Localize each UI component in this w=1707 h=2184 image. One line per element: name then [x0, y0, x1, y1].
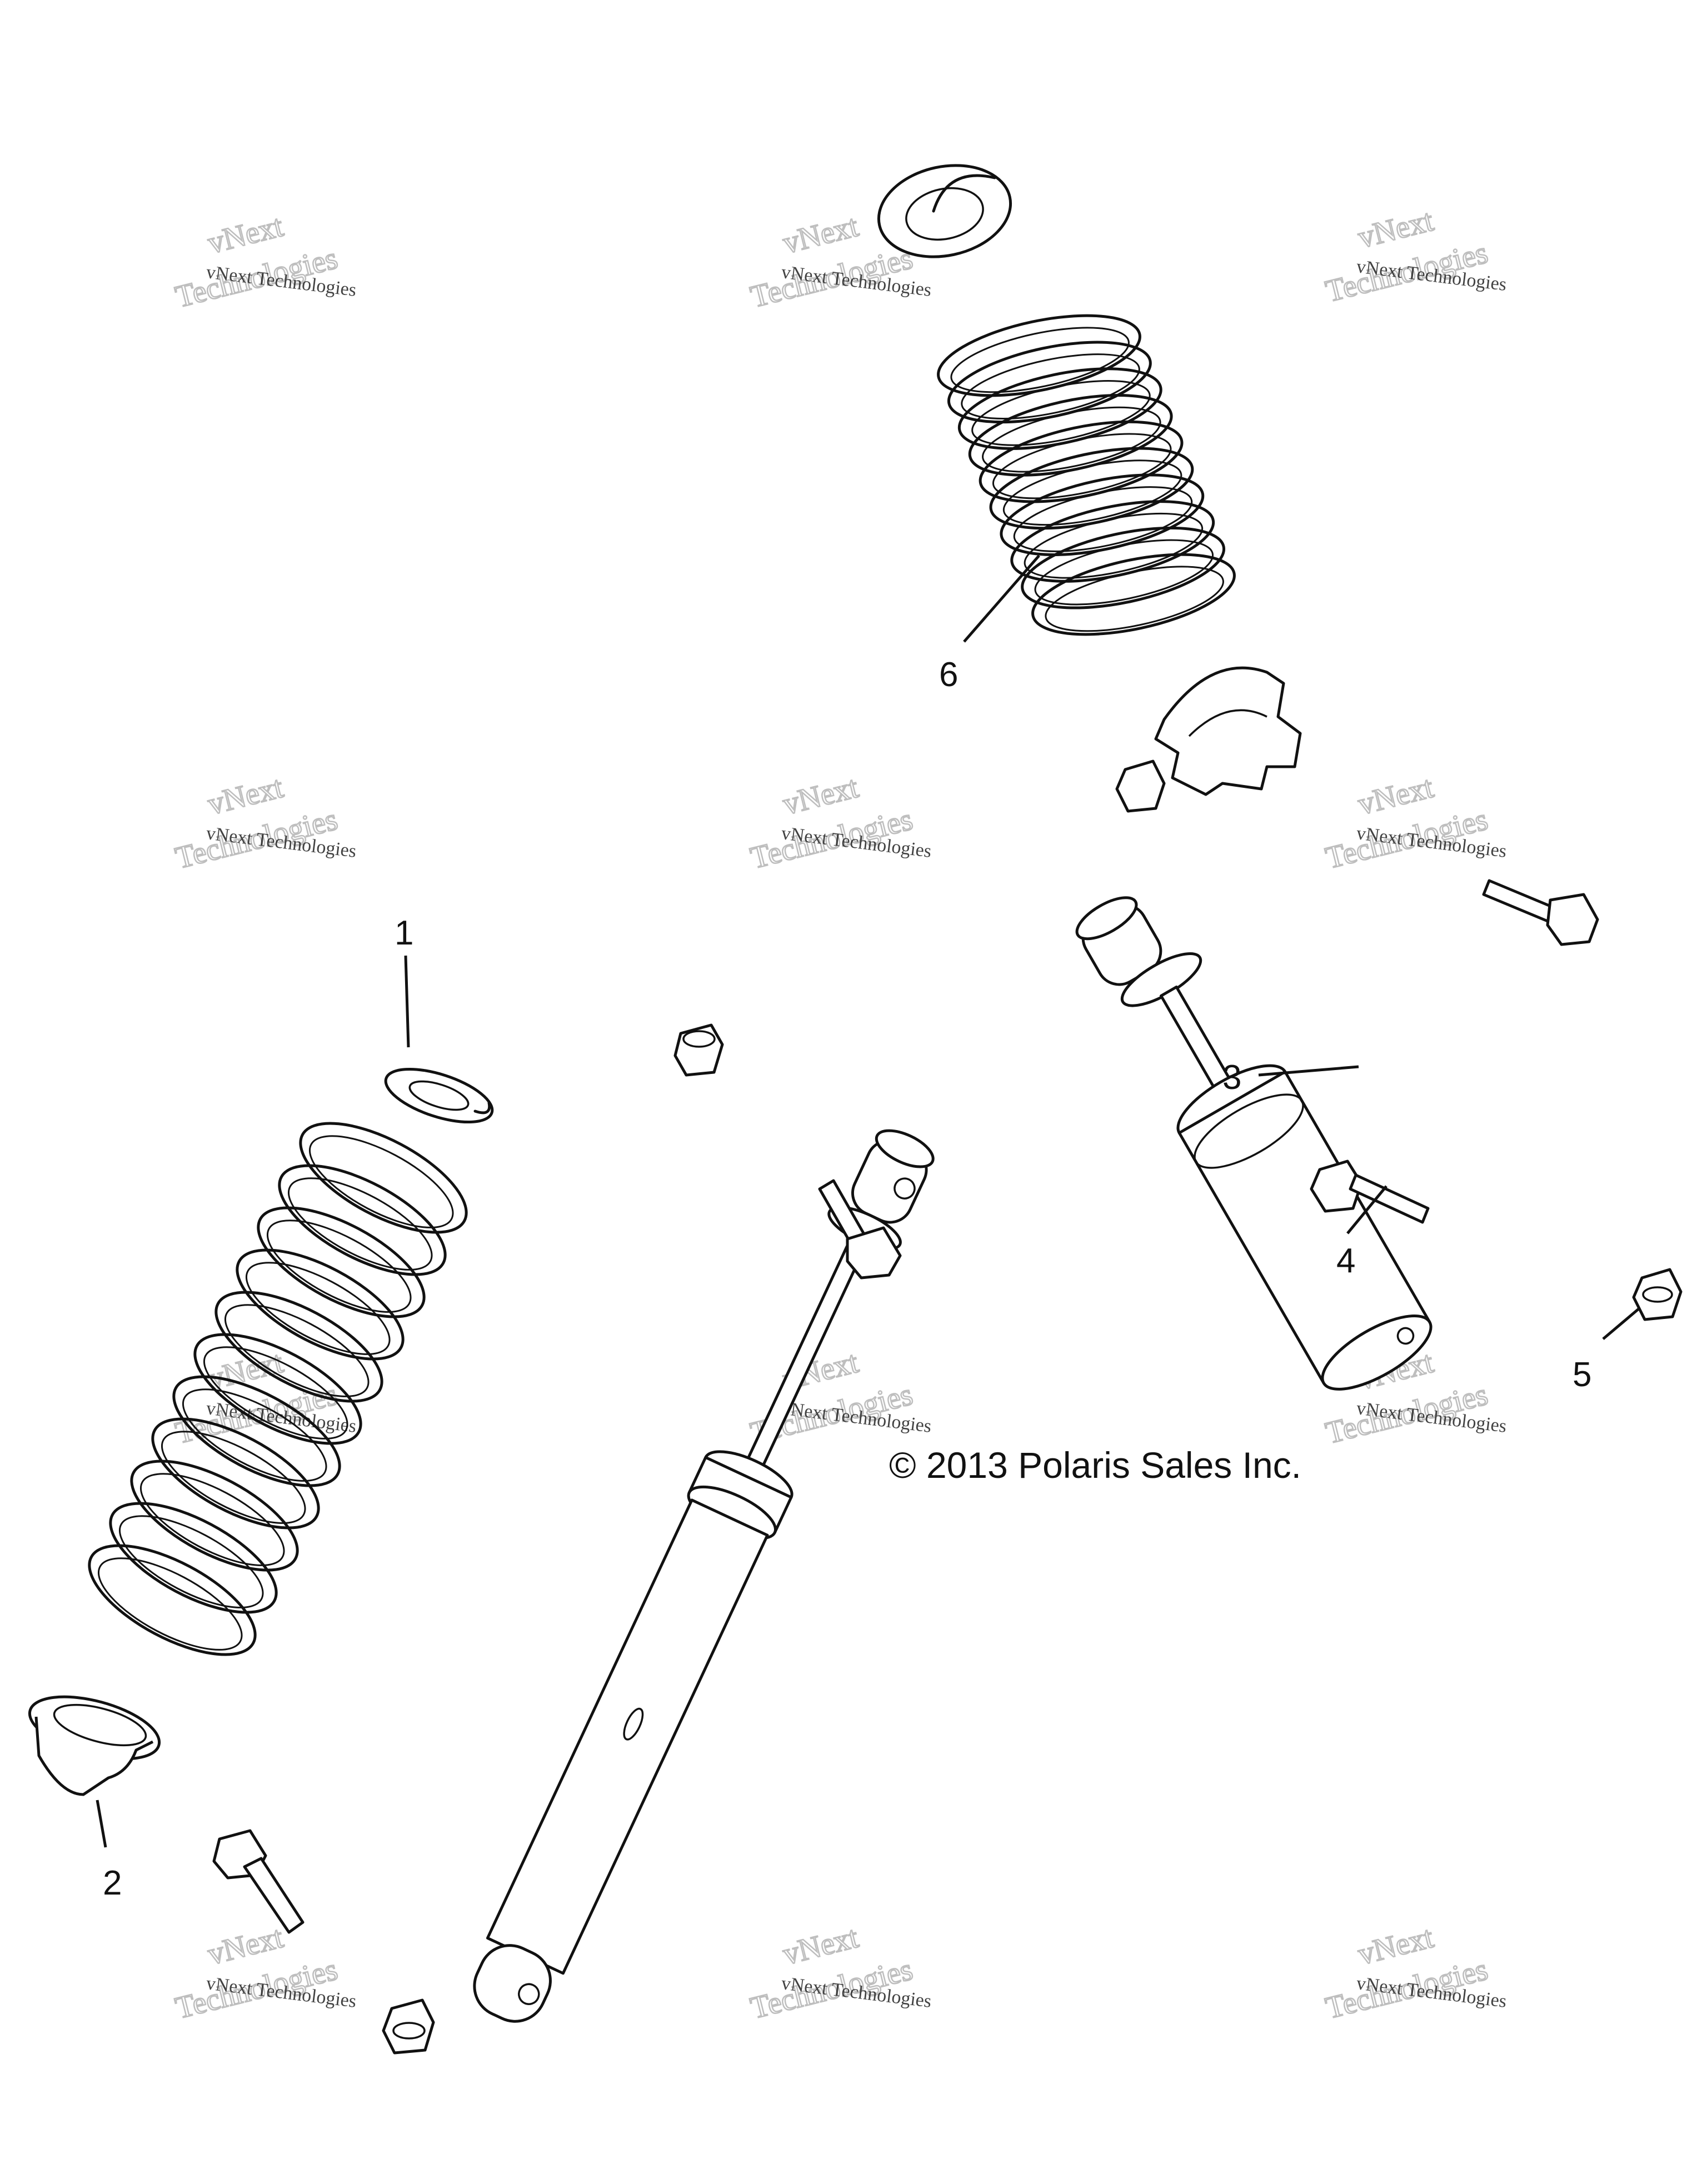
watermark: vNext Technologies vNext Technologies: [1321, 1919, 1508, 2026]
spring-coil-inner: [1013, 486, 1193, 552]
flange-nut-left-bottom: [382, 1998, 435, 2055]
spring-coil-inner: [224, 1304, 370, 1397]
shock-absorber-left: [473, 1129, 935, 2023]
spring-coil: [257, 1206, 426, 1318]
watermark: vNext Technologies vNext Technologies: [171, 769, 357, 876]
svg-text:vNext: vNext: [1355, 1920, 1437, 1972]
shock-absorber-right: [1075, 896, 1433, 1391]
spring-coil-inner: [982, 406, 1161, 473]
svg-text:vNext: vNext: [204, 770, 287, 822]
spring-coil: [214, 1291, 383, 1403]
callout-4: 4: [1336, 1242, 1355, 1280]
spring-coil-inner: [1045, 566, 1224, 632]
spring-coil-inner: [203, 1346, 348, 1440]
svg-text:vNext: vNext: [780, 770, 862, 822]
spring-coil-inner: [1002, 459, 1182, 526]
svg-text:vNext: vNext: [204, 209, 287, 261]
spring-coil-inner: [118, 1515, 264, 1608]
watermark: vNext Technologies vNext Technologies: [171, 208, 357, 315]
lower-spring-seat: [28, 1695, 161, 1796]
svg-text:vNext: vNext: [1355, 203, 1437, 255]
spring-coil: [1021, 526, 1226, 609]
copyright-notice: © 2013 Polaris Sales Inc.: [889, 1445, 1301, 1486]
coil-spring-left: [88, 1122, 468, 1656]
spring-coil: [299, 1122, 468, 1234]
leader-lines: [96, 554, 1640, 1848]
spring-coil: [88, 1544, 257, 1656]
spring-coil-inner: [287, 1177, 433, 1271]
spring-coil: [109, 1502, 278, 1614]
callout-1: 1: [395, 914, 413, 952]
flange-nut-right-top: [1115, 759, 1166, 813]
spring-coil-inner: [1034, 539, 1214, 606]
bolt-right-upper: [1482, 879, 1599, 946]
spring-coil: [278, 1164, 447, 1276]
bolt-left-upper: [818, 1179, 902, 1280]
spring-coil-inner: [161, 1431, 306, 1524]
watermark: vNext Technologies vNext Technologies: [746, 769, 932, 876]
spring-retainer-right: [877, 164, 1012, 258]
spring-coil: [130, 1460, 299, 1572]
flange-nut-left-top: [673, 1023, 724, 1077]
spring-coil-inner: [97, 1557, 243, 1651]
callout-3: 3: [1222, 1058, 1241, 1097]
spring-coil-inner: [139, 1473, 285, 1566]
spring-coil-inner: [971, 379, 1151, 446]
watermark: vNext Technologies vNext Technologies: [171, 1919, 357, 2026]
bolt-left-lower: [212, 1829, 305, 1934]
svg-text:vNext: vNext: [780, 1920, 862, 1972]
spring-coil-inner: [992, 433, 1172, 499]
svg-text:vNext: vNext: [1355, 770, 1437, 822]
svg-text:vNext: vNext: [204, 1920, 287, 1972]
spring-coil-inner: [245, 1262, 391, 1355]
coil-spring-right: [937, 314, 1236, 636]
spring-coil-inner: [950, 327, 1130, 393]
callout-6: 6: [939, 656, 958, 694]
spring-retainer-left: [384, 1067, 494, 1124]
spring-coil-inner: [961, 353, 1140, 420]
spring-coil: [151, 1417, 320, 1530]
lower-spring-seat-right: [1154, 666, 1302, 796]
spring-coil: [193, 1333, 362, 1445]
callout-5: 5: [1573, 1356, 1591, 1394]
flange-nut-right-bottom: [1632, 1268, 1683, 1321]
spring-coil: [172, 1375, 341, 1487]
spring-coil-inner: [266, 1220, 412, 1313]
spring-coil: [236, 1248, 405, 1361]
bolt-right-lower: [1310, 1160, 1430, 1224]
svg-text:vNext: vNext: [780, 209, 862, 261]
spring-coil-inner: [182, 1388, 327, 1482]
spring-coil: [1031, 553, 1236, 636]
watermark: vNext Technologies vNext Technologies: [746, 1919, 932, 2026]
watermark: vNext Technologies vNext Technologies: [1321, 202, 1508, 309]
spring-coil-inner: [1024, 512, 1204, 579]
callout-2: 2: [103, 1864, 122, 1902]
watermark: vNext Technologies vNext Technologies: [1321, 769, 1508, 876]
spring-coil-inner: [308, 1135, 454, 1228]
